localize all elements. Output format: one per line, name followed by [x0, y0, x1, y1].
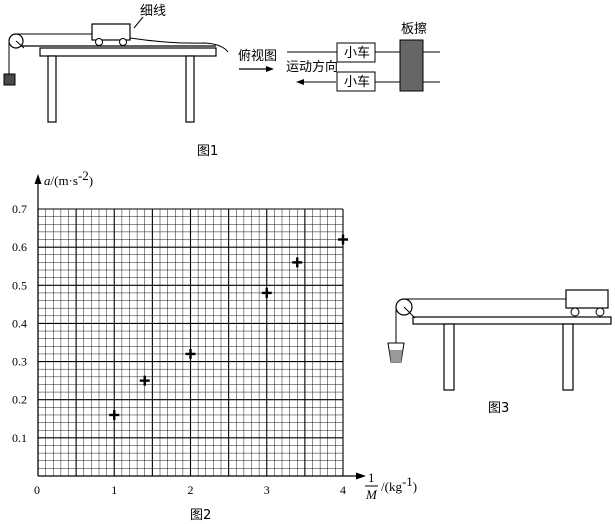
graph-data-points: [109, 234, 348, 420]
data-point: [185, 348, 196, 359]
graph-axes: [34, 174, 366, 480]
data-point: [338, 234, 348, 245]
table-leg-right-1: [185, 55, 195, 123]
y-axis-unit: /(m·s: [51, 173, 78, 188]
cart-top-label: 小车: [344, 45, 370, 61]
figure1-caption: 图1: [197, 144, 218, 159]
y-axis-unit-exp: -2: [78, 168, 89, 183]
y-axis-unit-close: ): [89, 173, 93, 188]
x-axis-arrowhead: [356, 472, 366, 480]
y-tick-label: 0.4: [12, 316, 27, 330]
svg-text:/(kg-1): /(kg-1): [381, 474, 417, 494]
figure3-apparatus: [387, 289, 612, 391]
graph-tick-labels: 1 2 3 4 0.1 0.2 0.3 0.4 0.5 0.6 0.7: [12, 202, 346, 497]
x-axis-unit: /(kg: [381, 479, 402, 494]
table-top-1: [39, 47, 217, 57]
table-leg-right-3: [562, 323, 574, 391]
graph-grid: [37, 208, 344, 477]
data-point: [261, 287, 272, 298]
x-tick-label: 2: [188, 483, 194, 497]
y-tick-label: 0.5: [12, 278, 27, 292]
table-top-3: [412, 316, 612, 325]
cart-wheel-right-1: [119, 38, 127, 46]
y-axis-arrowhead: [34, 174, 42, 184]
table-leg-left-1: [47, 55, 57, 123]
y-tick-label: 0.2: [12, 393, 27, 407]
x-axis-denominator: M: [365, 487, 378, 502]
x-tick-label: 1: [111, 483, 117, 497]
trailing-string-1: [129, 37, 229, 53]
data-point: [109, 409, 120, 420]
eraser: [399, 39, 424, 92]
data-point: [139, 375, 150, 386]
x-axis-numerator: 1: [368, 470, 375, 485]
table-leg-left-3: [443, 323, 455, 391]
x-axis-title: 1 M /(kg-1): [365, 470, 417, 502]
top-view-label: 俯视图: [238, 48, 277, 64]
figure2-caption: 图2: [190, 508, 211, 523]
cart-wheel-right-3: [595, 307, 605, 317]
string-label-pointer: [133, 16, 144, 29]
svg-text:a/(m·s-2): a/(m·s-2): [44, 168, 93, 188]
figure3-caption: 图3: [488, 401, 509, 416]
pulley-bracket-1: [15, 40, 25, 49]
string-label: 细线: [140, 4, 166, 19]
x-axis-unit-close: ): [413, 479, 417, 494]
y-tick-label: 0.6: [12, 240, 27, 254]
cart-bottom-label: 小车: [344, 74, 370, 90]
top-view-arrowhead: [266, 66, 274, 72]
cart-1: [91, 23, 131, 41]
origin-label: 0: [34, 483, 40, 497]
figure1-side-view: 细线: [3, 4, 229, 123]
bucket-sand: [389, 350, 403, 362]
direction-arrowhead: [296, 79, 304, 85]
y-axis-symbol: a: [44, 173, 51, 188]
x-tick-label: 4: [340, 483, 346, 497]
hanging-weight-1: [3, 73, 16, 86]
y-tick-label: 0.1: [12, 431, 27, 445]
cart-3: [565, 289, 609, 309]
pulley-bracket-3: [403, 306, 416, 319]
x-axis-unit-exp: -1: [402, 474, 413, 489]
cart-wheel-left-1: [95, 38, 103, 46]
x-tick-label: 3: [264, 483, 270, 497]
y-axis-title: a/(m·s-2): [44, 168, 93, 188]
direction-label: 运动方向: [286, 59, 338, 75]
cart-wheel-left-3: [570, 307, 580, 317]
eraser-label: 板擦: [401, 22, 427, 37]
data-point: [292, 257, 303, 268]
y-tick-label: 0.7: [12, 202, 27, 216]
figure1-top-view: 俯视图 小车 运动方向 小车 板擦: [238, 22, 440, 92]
y-tick-label: 0.3: [12, 355, 27, 369]
